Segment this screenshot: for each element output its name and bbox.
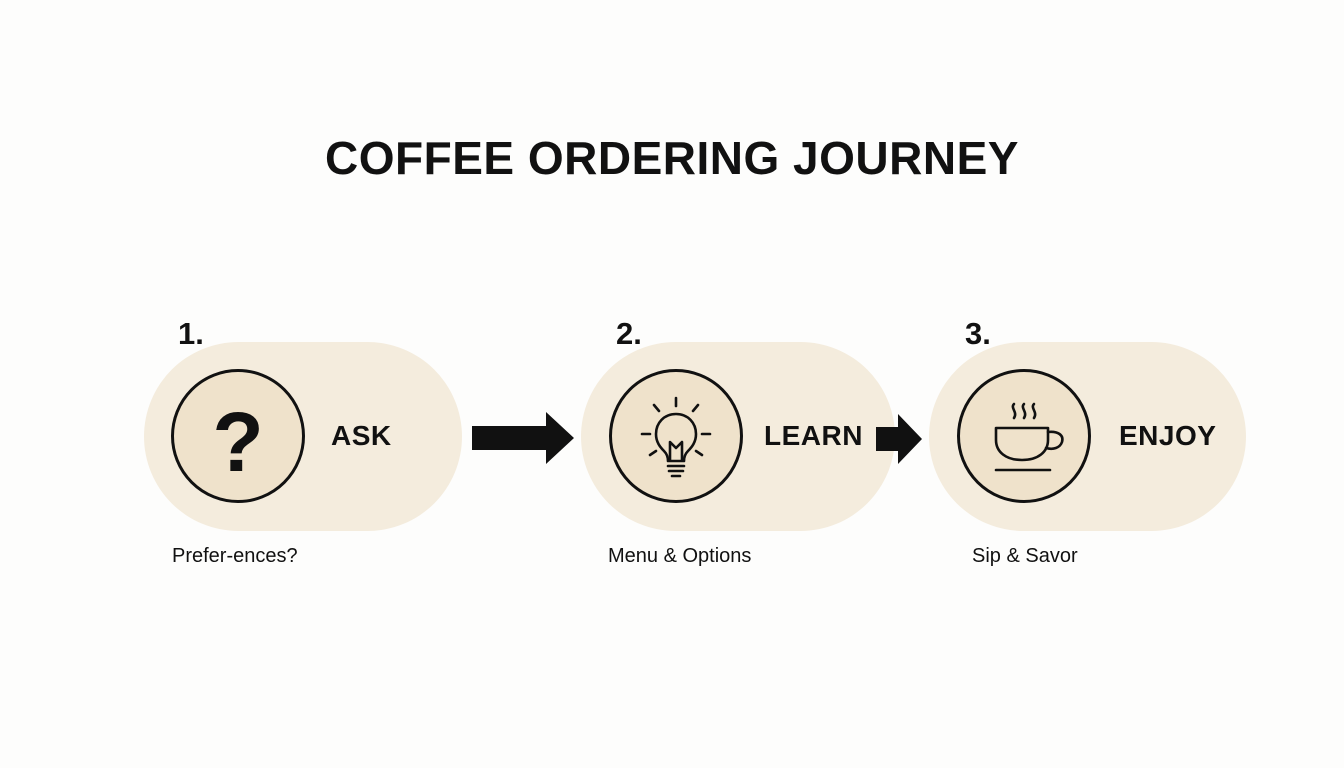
coffee-cup-icon — [994, 402, 1064, 472]
step-3-label: ENJOY — [1119, 420, 1217, 451]
step-2-caption: Menu & Options — [608, 545, 752, 567]
step-2-number: 2. — [616, 316, 642, 351]
step-2-pill: LEARN — [581, 342, 895, 531]
step-3-pill: ENJOY — [929, 342, 1246, 531]
diagram-title: COFFEE ORDERING JOURNEY — [325, 132, 1019, 184]
step-1-icon-circle: ? — [171, 369, 305, 503]
step-1-number: 1. — [178, 316, 204, 351]
step-2-icon-circle — [609, 369, 743, 503]
step-3-number: 3. — [965, 316, 991, 351]
question-mark-icon: ? — [212, 395, 263, 489]
arrow-right-icon — [472, 412, 574, 464]
step-1-caption: Prefer-ences? — [172, 545, 298, 567]
step-1-label: ASK — [331, 420, 392, 451]
step-3-caption: Sip & Savor — [972, 545, 1078, 567]
step-1-pill: ? ASK — [144, 342, 462, 531]
svg-text:?: ? — [212, 395, 263, 489]
arrow-right-icon — [876, 414, 922, 464]
step-3-icon-circle — [957, 369, 1091, 503]
lightbulb-icon — [640, 396, 712, 478]
step-2-label: LEARN — [764, 420, 863, 451]
